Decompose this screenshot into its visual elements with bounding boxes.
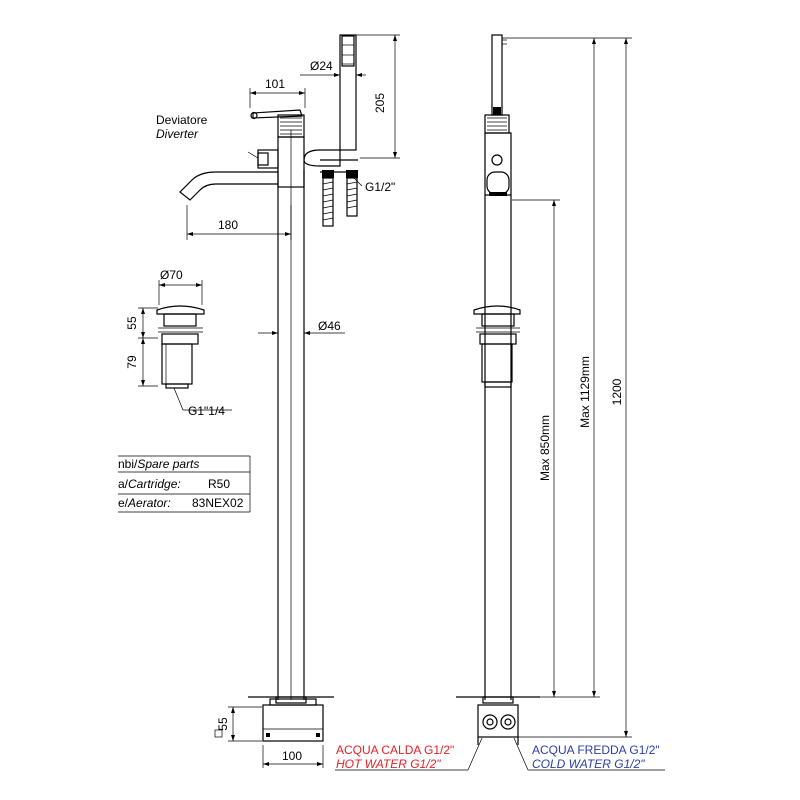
spare-parts-header: nbi/Spare parts bbox=[118, 457, 199, 471]
label-g1-1-4: G1"1/4 bbox=[188, 404, 225, 418]
front-dimensions bbox=[186, 34, 400, 768]
dim-diameter-46: Ø46 bbox=[318, 319, 341, 333]
dim-101: 101 bbox=[265, 77, 285, 91]
dim-1200: 1200 bbox=[610, 378, 624, 405]
dim-max-850: Max 850mm bbox=[538, 415, 552, 481]
side-view bbox=[456, 34, 540, 745]
front-view bbox=[179, 34, 358, 742]
dim-205: 205 bbox=[373, 93, 387, 113]
dim-55-base: 55 bbox=[216, 717, 230, 731]
hot-water-label-it: ACQUA CALDA G1/2" bbox=[336, 743, 454, 757]
spare-parts-cartridge-value: R50 bbox=[208, 477, 230, 491]
dim-180: 180 bbox=[218, 218, 238, 232]
drain-detail bbox=[138, 280, 232, 411]
cold-water-label-it: ACQUA FREDDA G1/2" bbox=[532, 743, 660, 757]
label-g12: G1/2" bbox=[365, 180, 395, 194]
hot-water-label-en: HOT WATER G1/2" bbox=[336, 757, 441, 771]
dim-55-drain: 55 bbox=[125, 316, 139, 330]
cold-water-label-en: COLD WATER G1/2" bbox=[532, 757, 645, 771]
dim-diameter-70: Ø70 bbox=[160, 268, 183, 282]
label-diverter: Diverter bbox=[156, 127, 199, 141]
hose-left bbox=[322, 177, 334, 227]
spare-parts-aerator: e/Aerator: bbox=[118, 496, 171, 510]
label-deviatore: Deviatore bbox=[156, 113, 208, 127]
spare-parts-cartridge: a/Cartridge: bbox=[118, 477, 181, 491]
spare-parts-table bbox=[118, 455, 251, 513]
hose-right bbox=[346, 177, 358, 217]
spare-parts-aerator-value: 83NEX02 bbox=[192, 496, 244, 510]
side-dimensions bbox=[335, 37, 665, 771]
dim-max-1129: Max 1129mm bbox=[578, 356, 592, 428]
dim-79: 79 bbox=[125, 355, 139, 369]
dim-diameter-24: Ø24 bbox=[310, 59, 333, 73]
dim-100: 100 bbox=[282, 749, 302, 763]
